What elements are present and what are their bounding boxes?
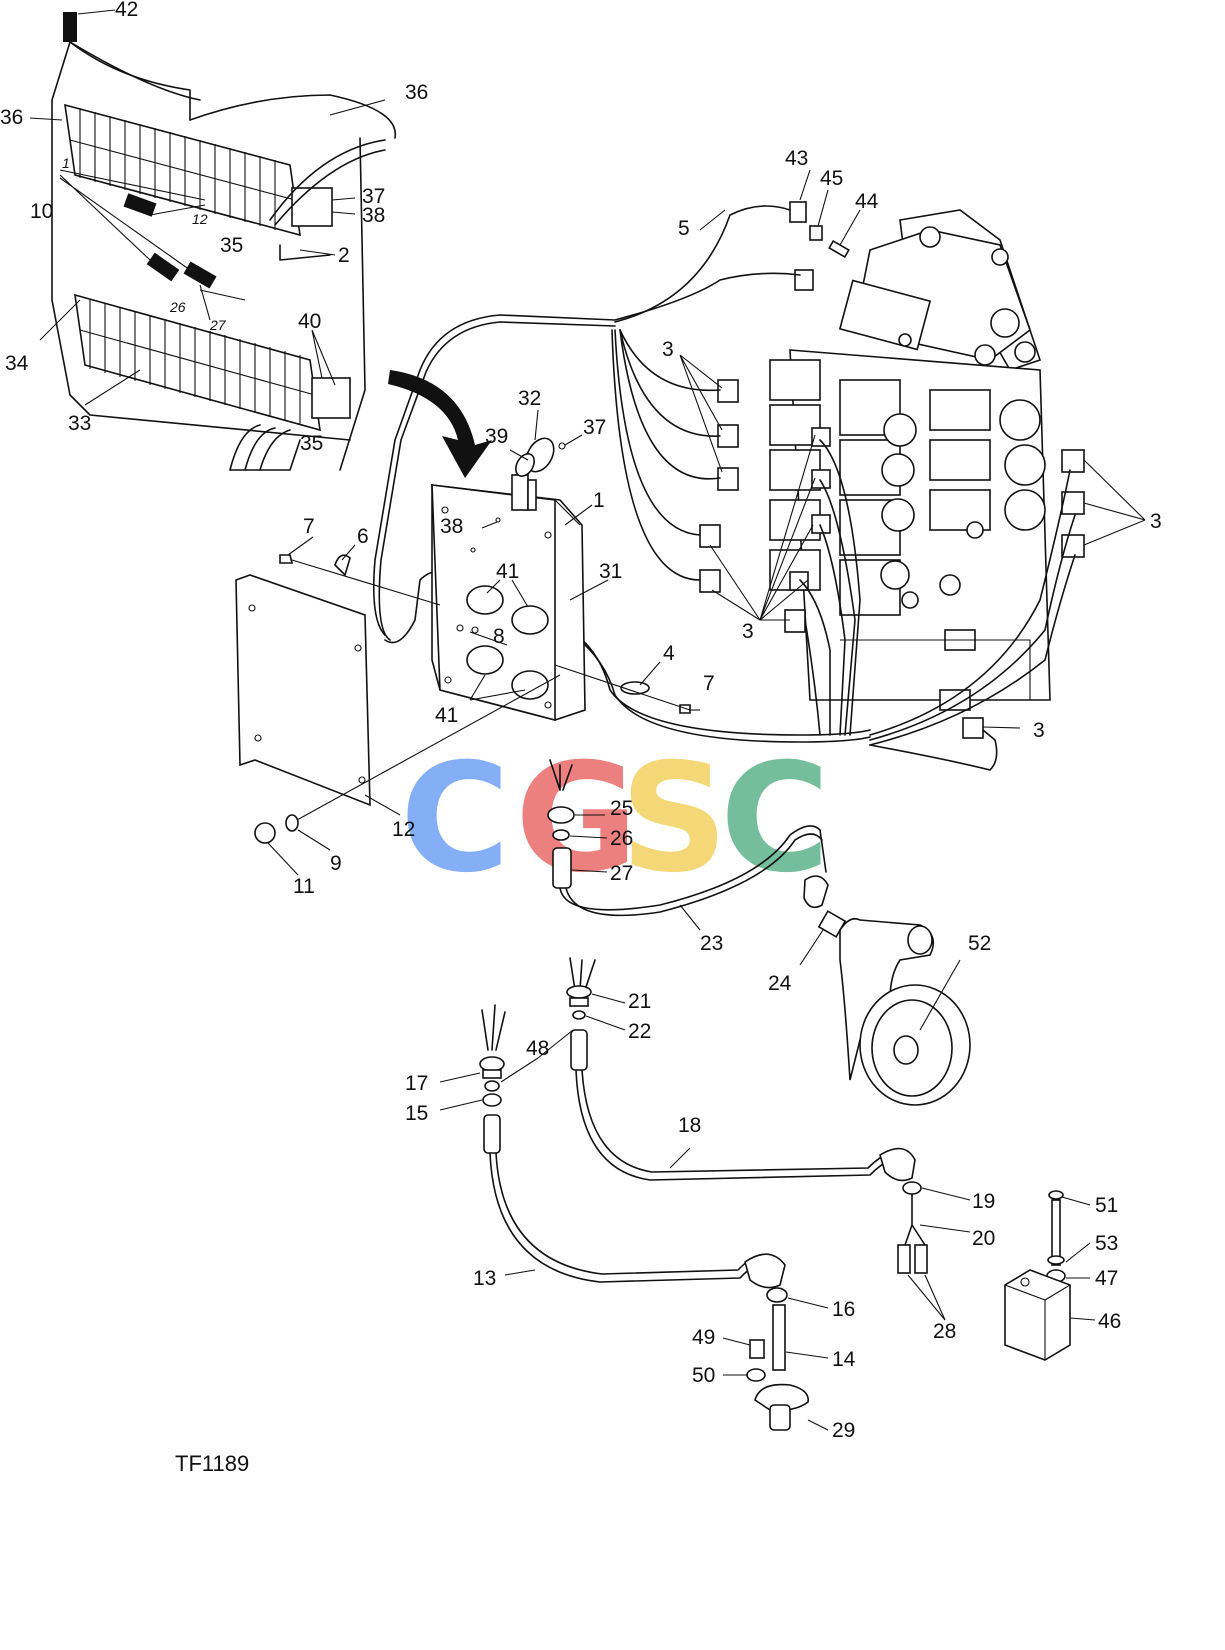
callout-41: 41 [435, 704, 458, 727]
callout-3: 3 [662, 338, 674, 361]
callout-43: 43 [785, 147, 808, 170]
callout-11: 11 [293, 875, 315, 898]
sensor-23-assembly [547, 759, 847, 938]
callout-24: 24 [768, 972, 792, 995]
callout-37: 37 [362, 185, 385, 208]
callout-45: 45 [820, 167, 843, 190]
callout-39: 39 [485, 425, 508, 448]
callout-48: 48 [526, 1037, 549, 1060]
wiring-harness [372, 205, 1076, 771]
callout-20: 20 [972, 1227, 995, 1250]
callout-7: 7 [303, 515, 315, 538]
callout-15: 15 [405, 1102, 428, 1125]
callout-31: 31 [599, 560, 622, 583]
callout-42: 42 [115, 0, 138, 21]
callout-1: 1 [593, 489, 605, 512]
wheel-sensor-52 [839, 917, 971, 1106]
callout-3: 3 [1033, 719, 1045, 742]
callout-53: 53 [1095, 1232, 1118, 1255]
callout-9: 9 [330, 852, 342, 875]
callout-wire-1: 1 [62, 155, 70, 171]
callout-47: 47 [1095, 1267, 1118, 1290]
callout-49: 49 [692, 1326, 715, 1349]
harness-connector-42 [63, 12, 77, 42]
direction-arrow [388, 370, 492, 478]
callout-wire-12: 12 [192, 211, 208, 227]
callout-38: 38 [362, 204, 385, 227]
callout-33: 33 [68, 412, 91, 435]
watermark-letter-2: G [515, 732, 638, 906]
callout-18: 18 [678, 1114, 701, 1137]
callout-34: 34 [5, 352, 29, 375]
control-box [431, 437, 586, 722]
callout-labels: 42 36 36 37 38 35 2 10 1 12 26 27 40 34 … [0, 0, 1162, 1442]
callout-44: 44 [855, 190, 879, 213]
callout-wire-26: 26 [169, 299, 186, 315]
callout-12: 12 [392, 818, 415, 841]
callout-51: 51 [1095, 1194, 1118, 1217]
callout-41: 41 [496, 560, 519, 583]
callout-40: 40 [298, 310, 321, 333]
callout-21: 21 [628, 990, 651, 1013]
fasteners [254, 554, 691, 844]
callout-52: 52 [968, 932, 991, 955]
callout-6: 6 [357, 525, 369, 548]
callout-29: 29 [832, 1419, 855, 1442]
callout-36: 36 [405, 81, 428, 104]
callout-50: 50 [692, 1364, 715, 1387]
watermark-letter-1: C [400, 732, 510, 906]
callout-2: 2 [338, 244, 350, 267]
callout-26: 26 [610, 827, 633, 850]
callout-35: 35 [300, 432, 323, 455]
control-valve-bank [769, 209, 1051, 711]
callout-36: 36 [0, 106, 23, 129]
callout-wire-27: 27 [209, 317, 227, 333]
callout-7: 7 [703, 672, 715, 695]
callout-10: 10 [30, 200, 53, 223]
watermark-letter-3: S [620, 732, 728, 906]
leader-lines [29, 9, 1146, 1431]
callout-16: 16 [832, 1298, 855, 1321]
callout-25: 25 [610, 797, 633, 820]
callout-13: 13 [473, 1267, 496, 1290]
sensor-18-assembly [566, 957, 928, 1274]
terminal-strip-lower [74, 293, 351, 432]
callout-5: 5 [678, 217, 690, 240]
callout-46: 46 [1098, 1310, 1121, 1333]
callout-22: 22 [628, 1020, 651, 1043]
callout-17: 17 [405, 1072, 428, 1095]
callout-35: 35 [220, 234, 243, 257]
sensor-13-assembly [479, 1004, 809, 1431]
callout-38: 38 [440, 515, 463, 538]
callout-19: 19 [972, 1190, 995, 1213]
control-box-cover [235, 574, 371, 807]
callout-8: 8 [493, 625, 505, 648]
callout-37: 37 [583, 416, 606, 439]
valve-block-46 [1004, 1190, 1071, 1361]
callout-3: 3 [1150, 510, 1162, 533]
terminal-block-assembly [51, 12, 397, 471]
callout-27: 27 [610, 862, 633, 885]
callout-14: 14 [832, 1348, 856, 1371]
callout-4: 4 [663, 642, 675, 665]
callout-28: 28 [933, 1320, 956, 1343]
callout-23: 23 [700, 932, 723, 955]
callout-3: 3 [742, 620, 754, 643]
figure-code: TF1189 [175, 1451, 249, 1476]
callout-32: 32 [518, 387, 541, 410]
